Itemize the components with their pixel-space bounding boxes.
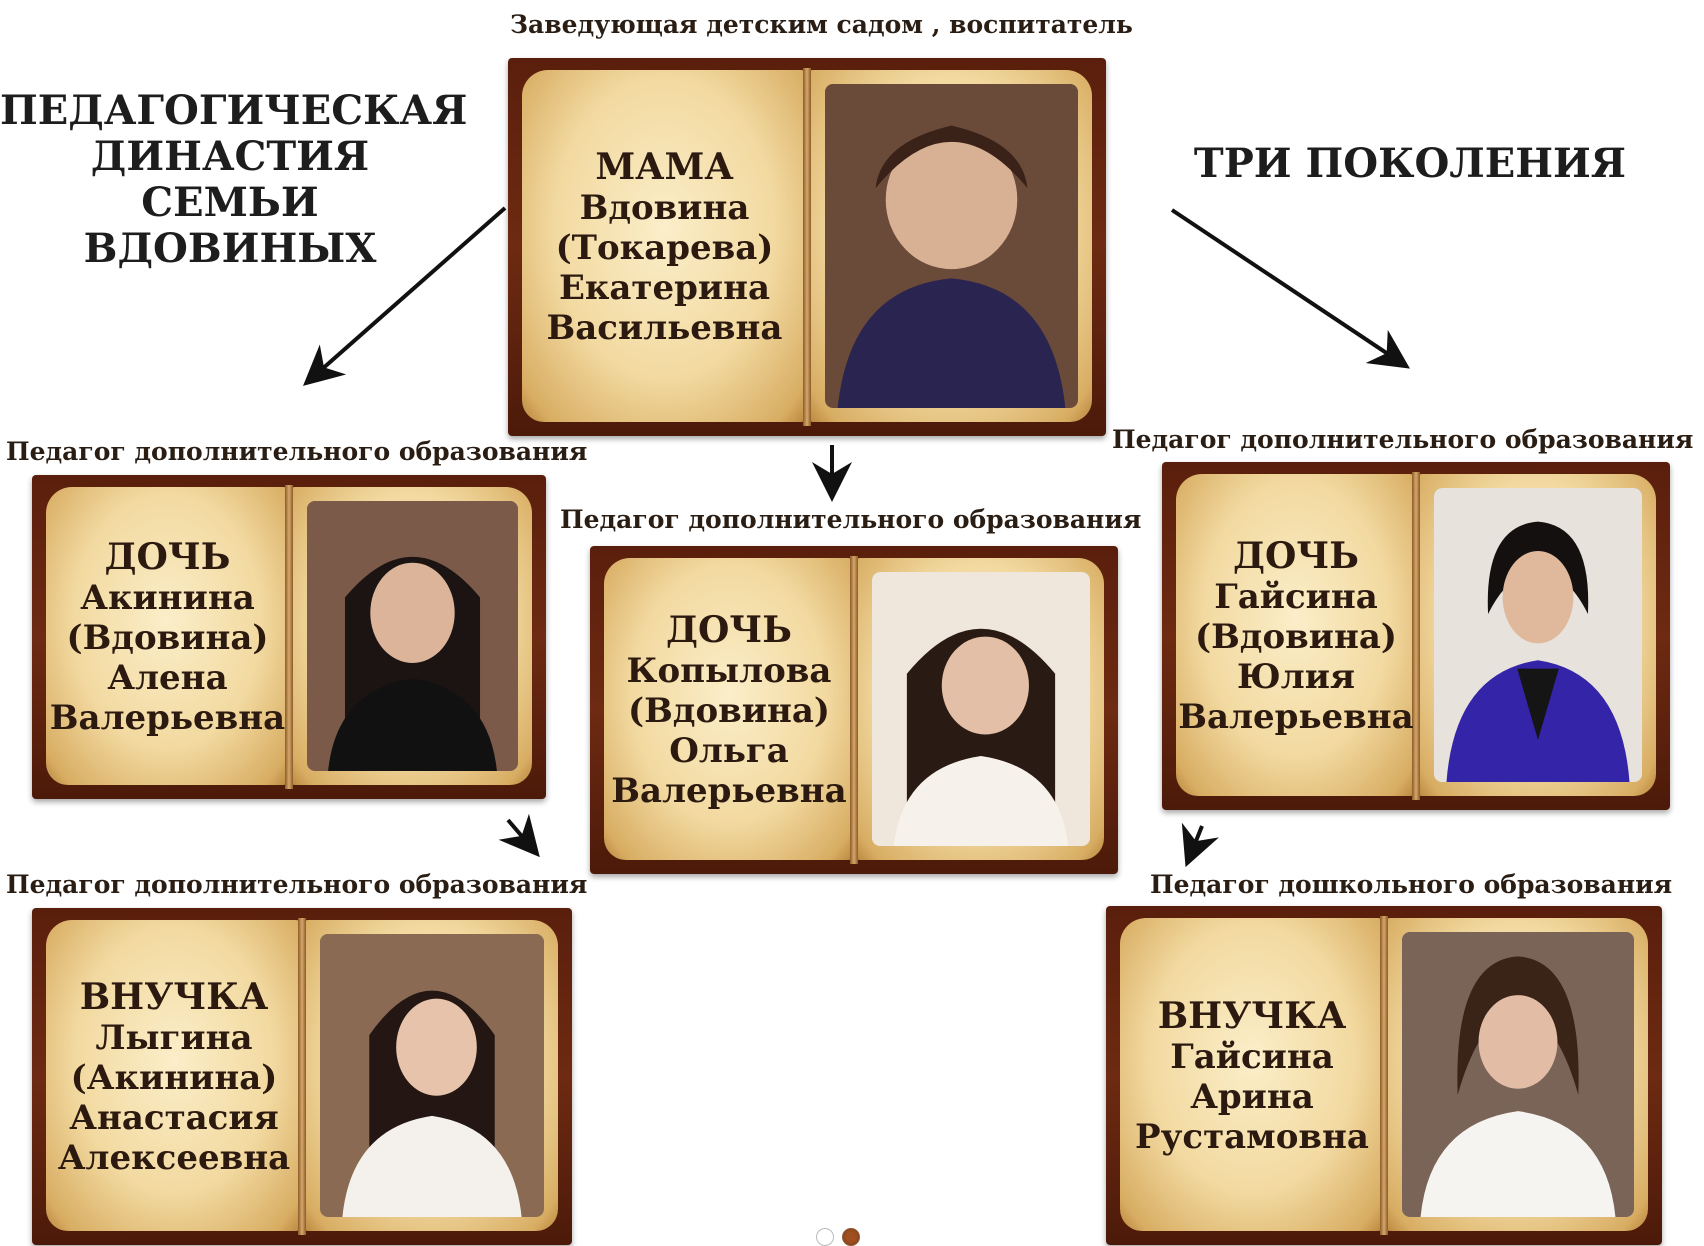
book-spine — [850, 556, 858, 864]
daughter-left-name-line-3: Алена — [107, 658, 228, 698]
daughter-center-name-block: ДОЧЬ Копылова (Вдовина) Ольга Валерьевна — [604, 546, 854, 874]
carousel-dot-1[interactable] — [816, 1228, 834, 1246]
book-spine — [803, 68, 811, 426]
granddaughter-left-name-line-2: (Акинина) — [70, 1057, 278, 1098]
daughter-right-name-line-3: Юлия — [1236, 657, 1356, 697]
portrait-silhouette — [1434, 488, 1642, 782]
arrow-right-to-grandchild — [1181, 822, 1219, 868]
daughter-right-role: ДОЧЬ — [1233, 535, 1359, 577]
dynasty-title-line-1: ПЕДАГОГИЧЕСКАЯ — [0, 87, 468, 134]
portrait-silhouette — [307, 501, 518, 771]
portrait-silhouette — [825, 84, 1078, 408]
granddaughter-left-name-line-1: Лыгина — [95, 1017, 253, 1058]
book-spine — [298, 918, 306, 1235]
dynasty-title: ПЕДАГОГИЧЕСКАЯ ДИНАСТИЯ СЕМЬИ ВДОВИНЫХ — [0, 87, 468, 272]
daughter-left-book: ДОЧЬ Акинина (Вдовина) Алена Валерьевна — [32, 475, 546, 799]
daughter-left-name-block: ДОЧЬ Акинина (Вдовина) Алена Валерьевна — [46, 475, 289, 799]
portrait-silhouette — [1402, 932, 1634, 1217]
daughter-center-name-line-3: Ольга — [669, 731, 789, 771]
book-spine — [285, 485, 293, 789]
arrow-left-to-grandchild — [498, 813, 540, 858]
daughter-center-role: ДОЧЬ — [666, 609, 792, 651]
mother-name-line-4: Васильевна — [546, 308, 783, 348]
page-left — [46, 920, 302, 1231]
daughter-center-name-line-2: (Вдовина) — [627, 691, 830, 731]
granddaughter-right-name-line-3: Рустамовна — [1135, 1116, 1369, 1157]
daughter-right-name-block: ДОЧЬ Гайсина (Вдовина) Юлия Валерьевна — [1176, 462, 1416, 810]
granddaughter-left-book: ВНУЧКА Лыгина (Акинина) Анастасия Алексе… — [32, 908, 572, 1245]
granddaughter-right-photo — [1402, 932, 1634, 1217]
mother-caption: Заведующая детским садом , воспитатель — [510, 10, 1133, 39]
daughter-center-book: ДОЧЬ Копылова (Вдовина) Ольга Валерьевна — [590, 546, 1118, 874]
daughter-left-name-line-2: (Вдовина) — [66, 618, 269, 658]
mother-name-line-3: Екатерина — [558, 268, 771, 308]
daughter-right-name-line-4: Валерьевна — [1178, 697, 1414, 737]
carousel-dots — [816, 1228, 860, 1246]
carousel-dot-2-active[interactable] — [842, 1228, 860, 1246]
daughter-right-name-line-1: Гайсина — [1214, 577, 1378, 617]
page-left — [1176, 474, 1416, 796]
granddaughter-right-name-line-1: Гайсина — [1170, 1036, 1334, 1077]
granddaughter-left-name-line-3: Анастасия — [69, 1097, 279, 1138]
daughter-left-photo — [307, 501, 518, 771]
mother-role: МАМА — [595, 146, 734, 188]
page-left — [604, 558, 854, 860]
page-left — [46, 487, 289, 785]
page-left — [1120, 918, 1384, 1231]
page-left — [522, 70, 807, 422]
portrait-silhouette — [320, 934, 544, 1217]
granddaughter-left-caption: Педагог дополнительного образования — [6, 870, 588, 899]
granddaughter-right-name-line-2: Арина — [1190, 1076, 1314, 1117]
daughter-left-caption: Педагог дополнительного образования — [6, 437, 588, 466]
daughter-left-name-line-4: Валерьевна — [49, 698, 286, 738]
daughter-right-name-line-2: (Вдовина) — [1194, 617, 1397, 657]
granddaughter-right-name-block: ВНУЧКА Гайсина Арина Рустамовна — [1120, 906, 1384, 1245]
daughter-center-photo — [872, 572, 1090, 846]
book-spine — [1412, 472, 1420, 800]
daughter-center-name-line-4: Валерьевна — [611, 771, 847, 811]
book-spine — [1380, 916, 1388, 1235]
daughter-center-caption: Педагог дополнительного образования — [560, 505, 1142, 534]
granddaughter-right-book: ВНУЧКА Гайсина Арина Рустамовна — [1106, 906, 1662, 1245]
granddaughter-left-name-block: ВНУЧКА Лыгина (Акинина) Анастасия Алексе… — [46, 908, 302, 1245]
dynasty-title-line-2: ДИНАСТИЯ СЕМЬИ — [90, 133, 370, 226]
daughter-right-photo — [1434, 488, 1642, 782]
mother-name-line-1: Вдовина — [579, 188, 750, 228]
mother-photo — [825, 84, 1078, 408]
daughter-right-book: ДОЧЬ Гайсина (Вдовина) Юлия Валерьевна — [1162, 462, 1670, 810]
mother-book: МАМА Вдовина (Токарева) Екатерина Василь… — [508, 58, 1106, 436]
daughter-center-name-line-1: Копылова — [626, 651, 832, 691]
arrow-mother-to-right — [1170, 208, 1410, 369]
mother-name-line-2: (Токарева) — [555, 228, 774, 268]
granddaughter-left-name-line-4: Алексеевна — [57, 1137, 291, 1178]
granddaughter-right-caption: Педагог дошкольного образования — [1150, 870, 1673, 899]
granddaughter-right-role: ВНУЧКА — [1157, 994, 1347, 1037]
granddaughter-left-photo — [320, 934, 544, 1217]
generations-title: ТРИ ПОКОЛЕНИЯ — [1193, 140, 1627, 187]
granddaughter-left-role: ВНУЧКА — [79, 975, 269, 1018]
daughter-right-caption: Педагог дополнительного образования — [1112, 425, 1694, 454]
portrait-silhouette — [872, 572, 1090, 846]
daughter-left-role: ДОЧЬ — [104, 536, 231, 578]
daughter-left-name-line-1: Акинина — [80, 578, 255, 618]
mother-name-block: МАМА Вдовина (Токарева) Екатерина Василь… — [522, 58, 807, 436]
dynasty-title-line-3: ВДОВИНЫХ — [83, 225, 377, 272]
